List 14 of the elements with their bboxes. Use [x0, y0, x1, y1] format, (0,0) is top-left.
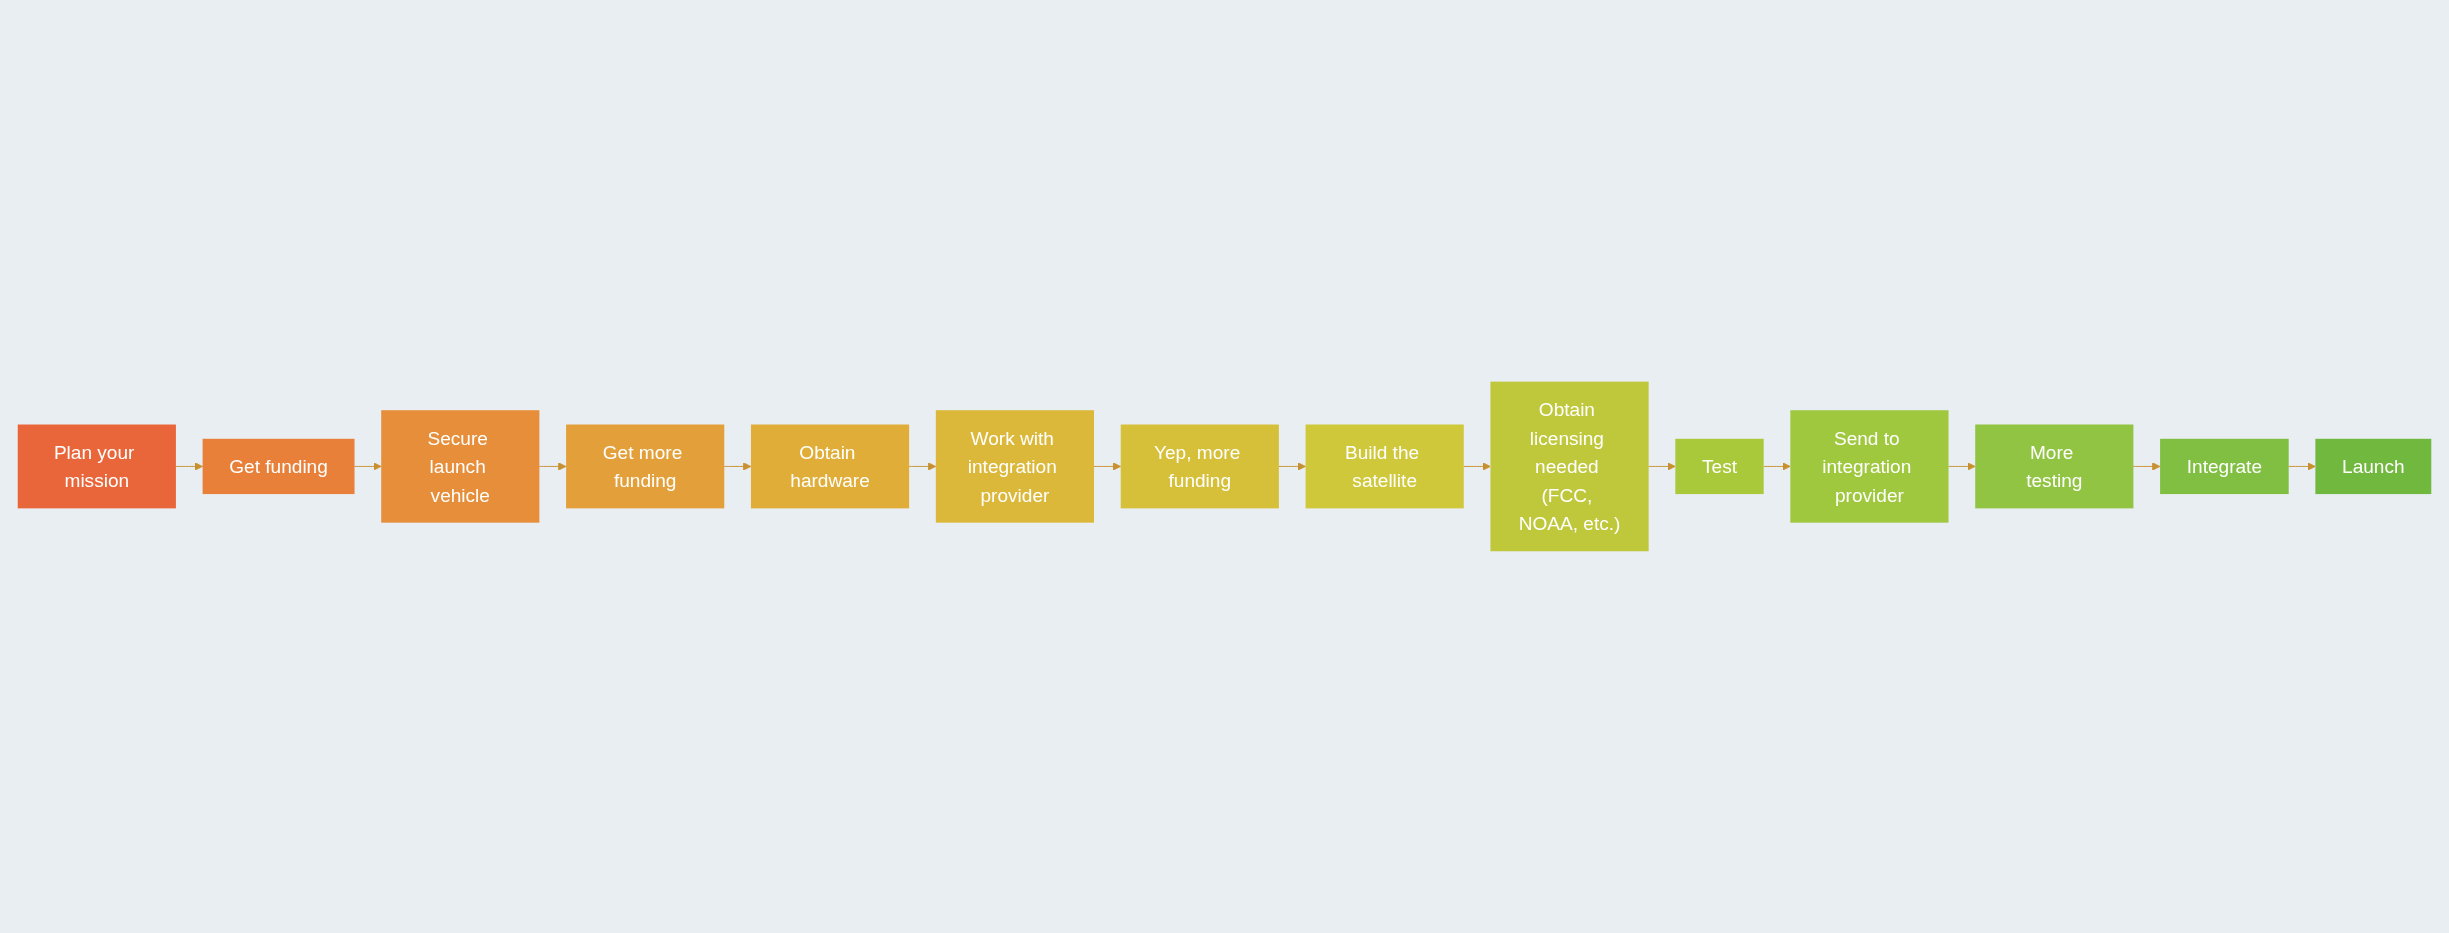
node-box: More testing [1975, 424, 2134, 509]
node-box: Get funding [202, 438, 355, 495]
node-box: Test [1675, 438, 1764, 495]
node-box: Integrate [2160, 438, 2289, 495]
node-box: Build the satellite [1305, 424, 1464, 509]
node-box: Plan your mission [17, 424, 176, 509]
node-box: Send to integration provider [1790, 410, 1949, 523]
node-box: Obtain licensing needed (FCC, NOAA, etc.) [1490, 381, 1649, 552]
node-box: Work with integration provider [935, 410, 1094, 523]
node-box: Get more funding [566, 424, 725, 509]
node-box: Launch [2315, 438, 2432, 495]
node-box: Secure launch vehicle [381, 410, 540, 523]
node-box: Yep, more funding [1120, 424, 1279, 509]
node-box: Obtain hardware [750, 424, 910, 509]
